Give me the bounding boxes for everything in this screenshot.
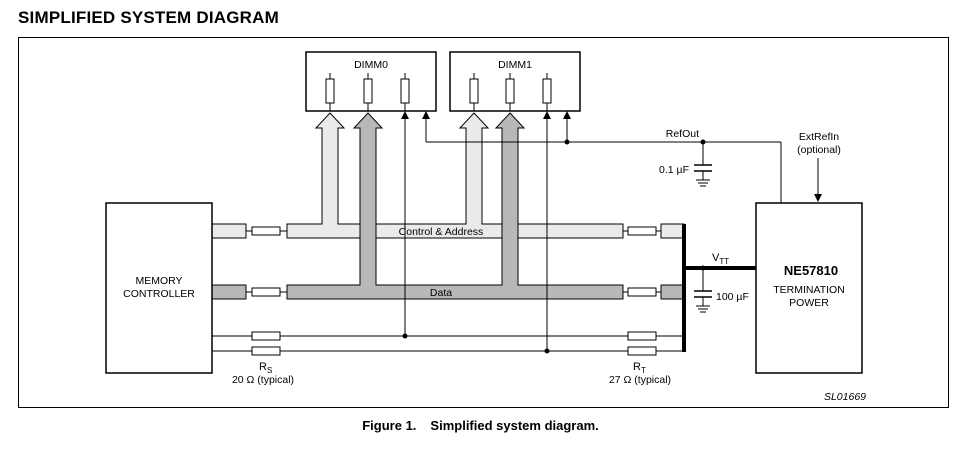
rs-value: 20 Ω (typical) bbox=[232, 374, 294, 386]
dimm1-resistor-1 bbox=[469, 73, 479, 111]
rt-value: 27 Ω (typical) bbox=[609, 374, 671, 386]
cap-vtt-label: 100 µF bbox=[716, 291, 749, 303]
extrefin-label: ExtRefIn bbox=[799, 131, 839, 143]
control-address-bus bbox=[286, 112, 624, 239]
resistor-rt-1 bbox=[627, 331, 657, 341]
termination-label-2: POWER bbox=[789, 297, 829, 309]
figure-caption: Figure 1. Simplified system diagram. bbox=[0, 418, 961, 433]
dimm1-label: DIMM1 bbox=[498, 59, 532, 71]
vtt-label-sub: TT bbox=[719, 257, 729, 266]
data-bus-right bbox=[660, 284, 685, 300]
figure-caption-text: Simplified system diagram. bbox=[430, 418, 599, 433]
resistor-rs-1 bbox=[251, 331, 281, 341]
data-bus bbox=[286, 112, 624, 300]
termination-part-number: NE57810 bbox=[784, 263, 838, 278]
resistor-rt-data bbox=[627, 287, 657, 297]
termination-label-1: TERMINATION bbox=[773, 284, 845, 296]
resistor-rs-2 bbox=[251, 346, 281, 356]
rt-label-sub: T bbox=[641, 366, 646, 375]
rs-label: RS bbox=[259, 361, 272, 375]
system-diagram: DIMM0 DIMM1 RefOut ExtRefIn (optional) 0… bbox=[105, 51, 866, 403]
data-bus-left bbox=[211, 284, 247, 300]
dimm1-resistor-3 bbox=[542, 73, 552, 111]
diagram-frame bbox=[18, 37, 949, 408]
junction-dot bbox=[402, 333, 408, 339]
junction-dot bbox=[564, 139, 570, 145]
resistor-rt-ca bbox=[627, 226, 657, 236]
refout-label: RefOut bbox=[666, 128, 699, 140]
junction-dot bbox=[544, 348, 550, 354]
ground-symbol-vtt bbox=[696, 305, 710, 313]
dimm0-resistor-2 bbox=[363, 73, 373, 111]
memory-controller-label-2: CONTROLLER bbox=[123, 288, 195, 300]
data-label: Data bbox=[430, 287, 452, 299]
control-address-label: Control & Address bbox=[399, 226, 484, 238]
drawing-id: SL01669 bbox=[824, 391, 866, 403]
cap-refout-label: 0.1 µF bbox=[659, 164, 689, 176]
vtt-label: VTT bbox=[712, 252, 729, 266]
resistor-rs-ca bbox=[251, 226, 281, 236]
extrefin-optional: (optional) bbox=[797, 144, 841, 156]
ground-symbol-refout bbox=[696, 179, 710, 187]
memory-controller-label-1: MEMORY bbox=[135, 275, 182, 287]
figure-number: Figure 1. bbox=[362, 418, 417, 433]
junction-dot bbox=[700, 265, 706, 271]
dimm1-resistor-2 bbox=[505, 73, 515, 111]
page-title: SIMPLIFIED SYSTEM DIAGRAM bbox=[18, 8, 279, 27]
resistor-rt-2 bbox=[627, 346, 657, 356]
termination-power-box bbox=[755, 202, 863, 374]
memory-controller-box bbox=[105, 202, 213, 374]
rs-label-sub: S bbox=[267, 366, 272, 375]
junction-dot bbox=[700, 139, 706, 145]
control-address-bus-right bbox=[660, 223, 685, 239]
dimm0-label: DIMM0 bbox=[354, 59, 388, 71]
vtt-label-main: V bbox=[712, 252, 720, 264]
dimm0-resistor-1 bbox=[325, 73, 335, 111]
rs-label-main: R bbox=[259, 361, 267, 373]
resistor-rs-data bbox=[251, 287, 281, 297]
control-address-bus-left bbox=[211, 223, 247, 239]
dimm0-resistor-3 bbox=[400, 73, 410, 111]
rt-label: RT bbox=[633, 361, 646, 375]
rt-label-main: R bbox=[633, 361, 641, 373]
